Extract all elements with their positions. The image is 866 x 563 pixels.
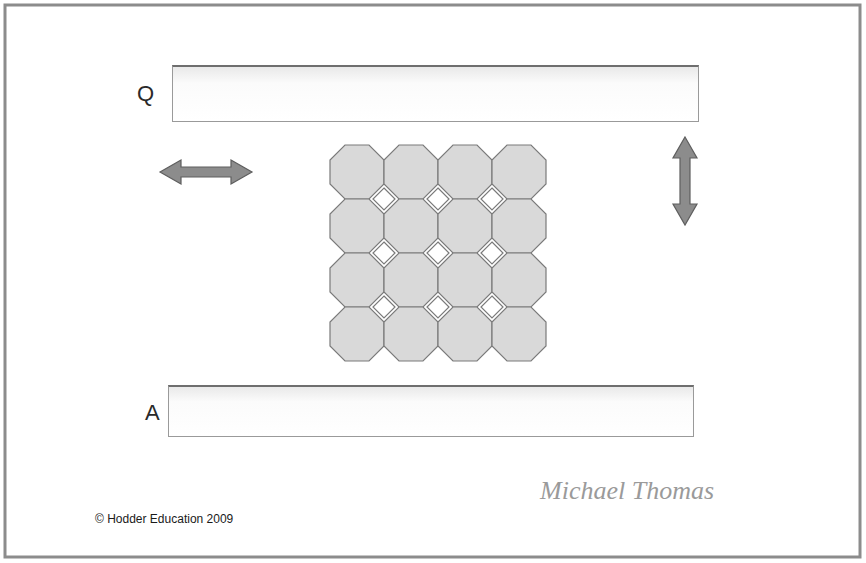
- tile-pattern: [330, 145, 546, 361]
- diamond-tile: [481, 188, 503, 210]
- octagon-tile: [384, 307, 438, 361]
- answer-box: Q: [172, 65, 699, 122]
- octagon-tile: [438, 307, 492, 361]
- vertical-double-arrow: [673, 137, 697, 225]
- octagon-tile: [330, 145, 384, 199]
- box-heading: A: [145, 400, 160, 426]
- diamond-tile: [373, 296, 395, 318]
- octagon-tile: [492, 199, 546, 253]
- octagon-tile: [492, 307, 546, 361]
- diamond-tile: [481, 296, 503, 318]
- octagon-tile: [438, 145, 492, 199]
- signature: Michael Thomas: [540, 476, 714, 506]
- octagon-tile: [438, 253, 492, 307]
- octagon-tile: [330, 307, 384, 361]
- diamond-tile: [427, 242, 449, 264]
- copyright-note: © Hodder Education 2009: [95, 512, 233, 526]
- frame: [5, 5, 860, 557]
- box-heading: Q: [137, 81, 154, 107]
- diamond-tile: [427, 296, 449, 318]
- answer-box: A: [168, 385, 694, 437]
- octagon-tile: [492, 145, 546, 199]
- diamond-tile: [427, 188, 449, 210]
- octagon-tile: [492, 253, 546, 307]
- octagon-tile: [330, 253, 384, 307]
- octagon-tile: [330, 199, 384, 253]
- octagon-tile: [438, 199, 492, 253]
- octagon-tile: [384, 145, 438, 199]
- diamond-tile: [373, 242, 395, 264]
- horizontal-double-arrow: [160, 160, 252, 184]
- octagon-tile: [384, 253, 438, 307]
- diamond-tile: [373, 188, 395, 210]
- diamond-tile: [481, 242, 503, 264]
- octagon-tile: [384, 199, 438, 253]
